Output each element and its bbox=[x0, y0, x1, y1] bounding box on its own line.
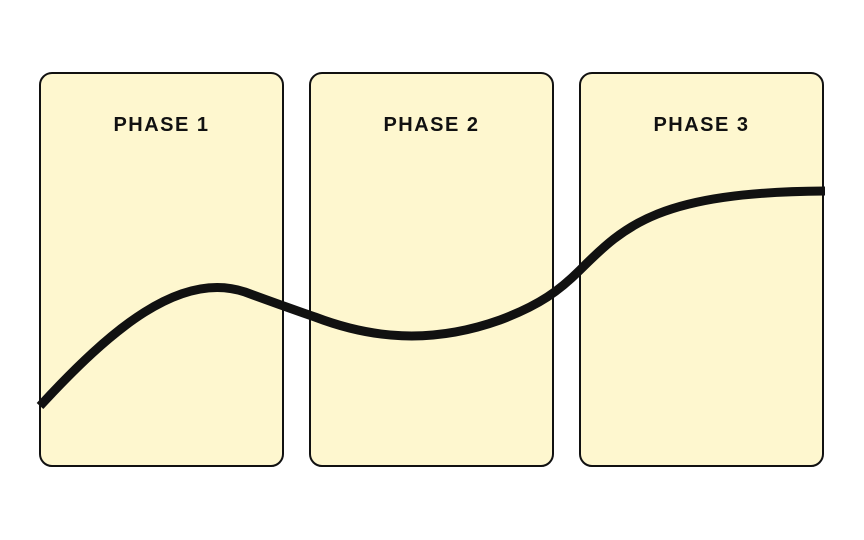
phase-3-panel: PHASE 3 bbox=[579, 72, 824, 467]
phase-1-title: PHASE 1 bbox=[113, 114, 210, 136]
phase-1-panel: PHASE 1 bbox=[39, 72, 284, 467]
phase-2-title: PHASE 2 bbox=[383, 114, 480, 136]
phase-2-panel: PHASE 2 bbox=[309, 72, 554, 467]
phase-3-title: PHASE 3 bbox=[653, 114, 750, 136]
